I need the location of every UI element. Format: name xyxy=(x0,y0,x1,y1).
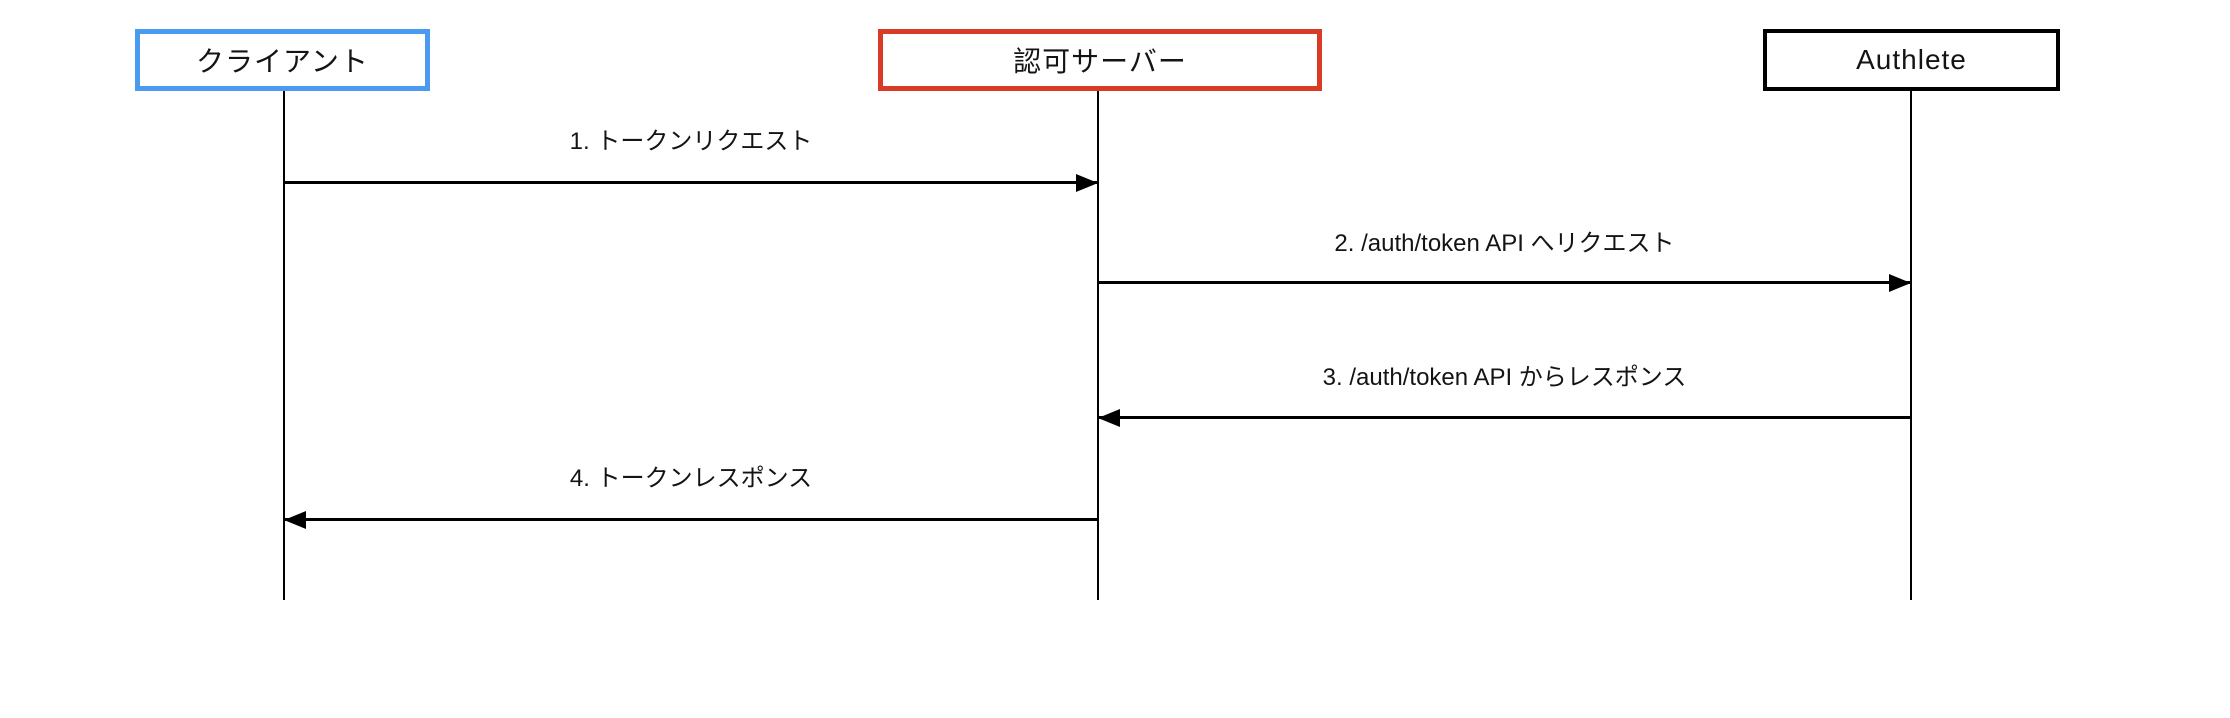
actor-box-client: クライアント xyxy=(135,29,430,91)
arrowhead-left-icon xyxy=(1098,409,1120,427)
message-4-arrow xyxy=(284,511,1098,529)
actor-label-authorization-server: 認可サーバー xyxy=(1013,46,1187,77)
actor-box-authorization-server: 認可サーバー xyxy=(878,29,1322,91)
arrowhead-left-icon xyxy=(284,511,306,529)
message-1-label: 1. トークンリクエスト xyxy=(569,128,813,155)
arrowhead-right-icon xyxy=(1076,174,1098,192)
lifeline-client xyxy=(283,91,285,600)
message-4-label: 4. トークンレスポンス xyxy=(569,465,813,492)
message-3-arrow xyxy=(1098,409,1911,427)
message-2-label: 2. /auth/token API へリクエスト xyxy=(1334,230,1675,257)
lifeline-authlete xyxy=(1910,91,1912,600)
actor-label-authlete: Authlete xyxy=(1856,44,1967,75)
message-1-arrow xyxy=(284,174,1098,192)
actor-box-authlete: Authlete xyxy=(1763,29,2060,91)
message-2-arrow xyxy=(1098,274,1911,292)
lifeline-authorization-server xyxy=(1097,91,1099,600)
actor-label-client: クライアント xyxy=(196,46,369,77)
arrowhead-right-icon xyxy=(1889,274,1911,292)
message-3-label: 3. /auth/token API からレスポンス xyxy=(1322,364,1687,391)
